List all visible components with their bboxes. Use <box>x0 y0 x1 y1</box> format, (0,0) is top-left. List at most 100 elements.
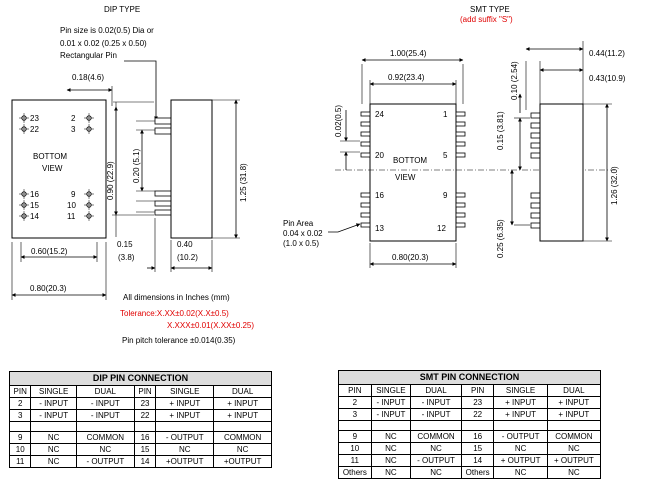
table-cell: 16 <box>460 430 495 443</box>
smt-pin-1: 1 <box>443 110 448 119</box>
smt-pin-24: 24 <box>375 110 384 119</box>
dip-dim-015-a: 0.15 <box>117 240 133 249</box>
dip-dim-125: 1.25 (31.8) <box>239 163 248 202</box>
dip-dim-020: 0.20 (5.1) <box>132 148 141 183</box>
smt-dim-015: 0.15 (3.81) <box>496 111 505 150</box>
table-cell <box>493 420 548 431</box>
table-cell: 11 <box>338 454 372 467</box>
dip-pin-9: 9 <box>71 190 76 199</box>
dip-title: DIP TYPE <box>104 5 140 14</box>
table-cell: NC <box>213 443 272 456</box>
header-pin: PIN <box>133 385 157 398</box>
table-cell: 23 <box>133 397 157 410</box>
table-cell: NC <box>546 442 602 455</box>
table-cell: 15 <box>133 443 157 456</box>
table-cell: COMMON <box>213 431 272 444</box>
note-tolerance-1: Tolerance:X.XX±0.02(X.X±0.5) <box>120 309 229 318</box>
table-cell: 23 <box>460 396 495 409</box>
dip-table-title: DIP PIN CONNECTION <box>9 371 272 386</box>
table-cell <box>133 421 157 432</box>
note-pin-pitch: Pin pitch tolerance ±0.014(0.35) <box>122 336 236 345</box>
table-cell <box>75 421 135 432</box>
table-cell: Others <box>338 466 372 479</box>
table-cell: +OUTPUT <box>213 455 272 468</box>
dip-pin-15: 15 <box>30 201 39 210</box>
table-row <box>338 420 602 431</box>
table-cell: NC <box>410 442 462 455</box>
table-cell: 16 <box>133 431 157 444</box>
table-cell: + INPUT <box>546 408 602 421</box>
header-pin: PIN <box>338 384 372 397</box>
table-cell: + INPUT <box>213 409 272 422</box>
table-cell: NC <box>410 466 462 479</box>
smt-pin-area-3: (1.0 x 0.5) <box>283 239 319 248</box>
table-cell: NC <box>30 455 77 468</box>
dip-bottom-view <box>11 99 107 239</box>
table-cell: 11 <box>8 455 32 468</box>
table-cell <box>155 421 215 432</box>
header-single: SINGLE <box>370 384 412 397</box>
dip-dim-090: 0.90 (22.9) <box>106 161 115 200</box>
smt-dim-100: 1.00(25.4) <box>390 49 427 58</box>
table-cell: NC <box>370 466 412 479</box>
smt-dim-043: 0.43(10.9) <box>589 74 626 83</box>
table-cell: NC <box>30 443 77 456</box>
smt-dim-025: 0.25 (6.35) <box>496 219 505 258</box>
header-single: SINGLE <box>493 384 548 397</box>
table-cell: + INPUT <box>493 408 548 421</box>
smt-pin-13: 13 <box>375 224 384 233</box>
smt-pin-5: 5 <box>443 151 448 160</box>
dip-pin-11: 11 <box>67 212 76 221</box>
table-cell: - INPUT <box>370 408 412 421</box>
table-cell: 15 <box>460 442 495 455</box>
dip-pin-2: 2 <box>71 114 76 123</box>
table-cell: + INPUT <box>493 396 548 409</box>
dip-pin-connection-table: DIP PIN CONNECTION PIN SINGLE DUAL PIN S… <box>8 371 272 468</box>
smt-pin-area-1: Pin Area <box>283 219 314 228</box>
table-cell: 2 <box>338 396 372 409</box>
table-cell: + OUTPUT <box>546 454 602 467</box>
header-dual: DUAL <box>75 385 135 398</box>
table-cell: NC <box>155 443 215 456</box>
table-cell: + INPUT <box>213 397 272 410</box>
table-cell: - INPUT <box>30 409 77 422</box>
table-cell: - OUTPUT <box>493 430 548 443</box>
note-all-dimensions: All dimensions in Inches (mm) <box>123 293 230 302</box>
smt-pin-16: 16 <box>375 191 384 200</box>
table-cell: - INPUT <box>30 397 77 410</box>
table-cell: - INPUT <box>410 396 462 409</box>
table-cell: NC <box>493 442 548 455</box>
table-cell: 10 <box>338 442 372 455</box>
table-cell: - INPUT <box>370 396 412 409</box>
dip-dim-040-b: (10.2) <box>177 253 198 262</box>
smt-dim-092: 0.92(23.4) <box>388 73 425 82</box>
table-cell <box>410 420 462 431</box>
table-cell <box>213 421 272 432</box>
table-cell <box>8 421 32 432</box>
smt-dim-010: 0.10 (2.54) <box>510 61 519 100</box>
smt-dim-044: 0.44(11.2) <box>589 49 625 58</box>
header-single: SINGLE <box>155 385 215 398</box>
table-cell <box>546 420 602 431</box>
table-cell: COMMON <box>75 431 135 444</box>
dip-pin-10: 10 <box>67 201 76 210</box>
table-cell: + OUTPUT <box>493 454 548 467</box>
dip-pin-3: 3 <box>71 125 76 134</box>
table-cell: COMMON <box>546 430 602 443</box>
header-pin: PIN <box>460 384 495 397</box>
table-cell: NC <box>370 454 412 467</box>
smt-side-view <box>539 103 584 242</box>
smt-view-label-1: BOTTOM <box>393 156 427 165</box>
smt-pin-12: 12 <box>437 224 446 233</box>
smt-bottom-view <box>369 103 457 242</box>
table-cell: NC <box>493 466 548 479</box>
header-dual: DUAL <box>410 384 462 397</box>
dip-view-label-2: VIEW <box>42 164 63 173</box>
